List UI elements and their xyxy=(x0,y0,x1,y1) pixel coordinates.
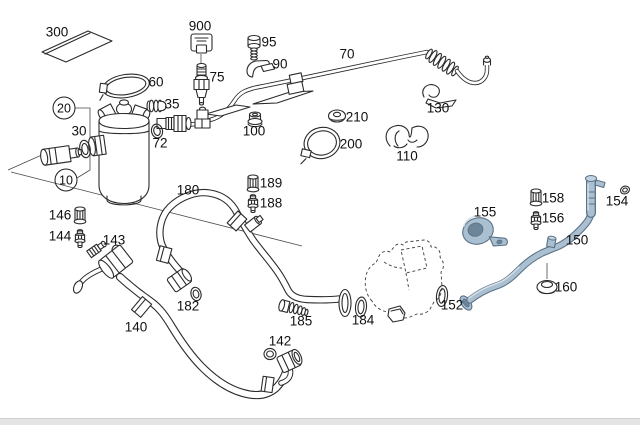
part-label-210[interactable]: 210 xyxy=(345,109,369,125)
part-label-142[interactable]: 142 xyxy=(268,333,292,349)
part-label-146[interactable]: 146 xyxy=(48,207,72,223)
part-label-300[interactable]: 300 xyxy=(45,24,69,40)
part-label-95[interactable]: 95 xyxy=(261,34,277,50)
clip-130 xyxy=(422,84,457,109)
grommet-160 xyxy=(536,279,558,295)
compressor-outline xyxy=(364,239,444,323)
part-label-188[interactable]: 188 xyxy=(259,195,283,211)
fitting-188 xyxy=(247,194,259,214)
bolt-185 xyxy=(278,299,309,317)
part-label-30[interactable]: 30 xyxy=(71,123,87,139)
part-label-100[interactable]: 100 xyxy=(242,123,266,139)
oring-142 xyxy=(263,347,277,361)
nut-100 xyxy=(247,111,263,128)
part-label-180[interactable]: 180 xyxy=(176,182,200,198)
part-label-143[interactable]: 143 xyxy=(102,232,126,248)
pipe-70 xyxy=(156,48,492,133)
part-label-35[interactable]: 35 xyxy=(164,96,180,112)
part-label-156[interactable]: 156 xyxy=(541,210,565,226)
oring-152 xyxy=(435,284,449,308)
fitting-156 xyxy=(530,211,542,231)
oring-154 xyxy=(619,185,631,195)
receiver-drier xyxy=(88,99,151,206)
bellows-70 xyxy=(425,48,459,77)
part-label-72[interactable]: 72 xyxy=(152,135,168,151)
part-label-189[interactable]: 189 xyxy=(259,175,283,191)
oring-182 xyxy=(190,286,202,302)
oring-72 xyxy=(150,123,164,139)
part-label-130[interactable]: 130 xyxy=(426,100,450,116)
bracket-90 xyxy=(246,59,276,78)
grommet-155 xyxy=(462,215,508,247)
part-label-20[interactable]: 20 xyxy=(52,96,76,120)
part-label-158[interactable]: 158 xyxy=(541,190,565,206)
part-label-182[interactable]: 182 xyxy=(176,298,200,314)
clamp-110 xyxy=(385,124,429,149)
clamp-200 xyxy=(300,126,341,165)
grommet-210 xyxy=(327,109,347,123)
sheet-part-300 xyxy=(41,30,113,63)
fitting-35 xyxy=(146,99,167,113)
bottom-strip xyxy=(0,418,640,425)
part-label-160[interactable]: 160 xyxy=(554,279,578,295)
oring-184 xyxy=(354,296,368,318)
cap-146 xyxy=(73,206,87,225)
part-label-140[interactable]: 140 xyxy=(124,319,148,335)
part-label-75[interactable]: 75 xyxy=(209,69,225,85)
hose-180 xyxy=(155,188,352,318)
part-label-155[interactable]: 155 xyxy=(473,204,497,220)
part-label-150[interactable]: 150 xyxy=(565,232,589,248)
fitting-144 xyxy=(74,229,86,249)
part-label-152[interactable]: 152 xyxy=(440,297,464,313)
fitting-10 xyxy=(40,145,83,166)
part-label-60[interactable]: 60 xyxy=(148,74,164,90)
cap-189 xyxy=(246,174,260,193)
bolt-95 xyxy=(247,34,261,61)
connector-900 xyxy=(190,33,213,54)
cap-158 xyxy=(529,188,543,207)
part-label-10[interactable]: 10 xyxy=(54,168,78,192)
part-label-185[interactable]: 185 xyxy=(289,313,313,329)
sensor-75 xyxy=(193,62,210,106)
clamp-60 xyxy=(98,73,150,101)
part-label-900[interactable]: 900 xyxy=(188,18,212,34)
part-label-144[interactable]: 144 xyxy=(48,228,72,244)
part-label-90[interactable]: 90 xyxy=(272,56,288,72)
part-label-70[interactable]: 70 xyxy=(339,46,355,62)
part-label-184[interactable]: 184 xyxy=(351,312,375,328)
part-label-110[interactable]: 110 xyxy=(396,148,418,164)
pipe-150 xyxy=(459,175,606,311)
part-label-154[interactable]: 154 xyxy=(605,193,629,209)
hose-140 xyxy=(72,240,303,400)
part-label-200[interactable]: 200 xyxy=(339,136,363,152)
